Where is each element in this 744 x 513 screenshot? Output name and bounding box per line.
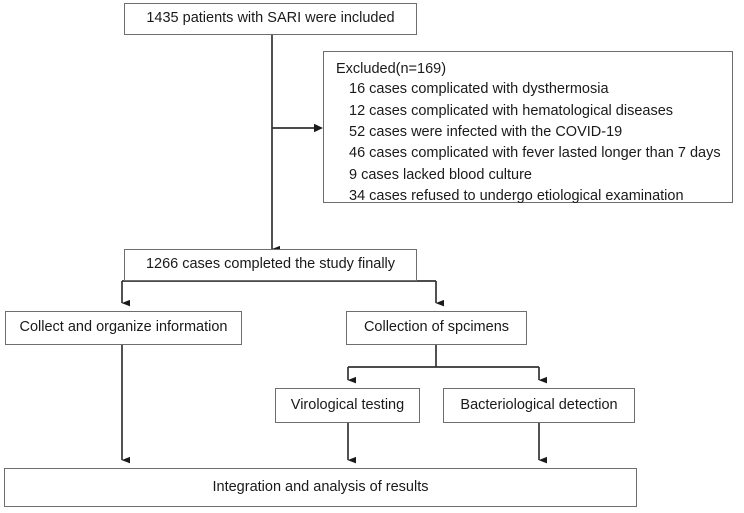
node-completed: 1266 cases completed the study finally <box>124 249 417 281</box>
excluded-title: Excluded(n=169) <box>336 61 447 77</box>
node-integration-label: Integration and analysis of results <box>212 478 429 495</box>
excluded-reason-item: 52 cases were infected with the COVID-19 <box>349 124 623 141</box>
excluded-reason-item: 46 cases complicated with fever lasted l… <box>349 145 721 162</box>
node-integration: Integration and analysis of results <box>4 468 637 507</box>
excluded-reason-item: 12 cases complicated with hematological … <box>349 102 674 119</box>
node-collect-info-label: Collect and organize information <box>19 319 228 336</box>
node-collection-specimens-label: Collection of spcimens <box>363 319 510 336</box>
node-virological-testing: Virological testing <box>275 388 420 423</box>
node-collection-specimens: Collection of spcimens <box>346 311 527 345</box>
node-enrolled-label: 1435 patients with SARI were included <box>146 10 395 27</box>
excluded-reason-item: 9 cases lacked blood culture <box>349 166 532 183</box>
excluded-reason-item: 34 cases refused to undergo etiological … <box>349 187 684 204</box>
node-bacteriological-detection: Bacteriological detection <box>443 388 635 423</box>
node-excluded: Excluded(n=169) 16 cases complicated wit… <box>323 51 733 204</box>
node-completed-label: 1266 cases completed the study finally <box>145 256 396 273</box>
excluded-reason-list: 16 cases complicated with dysthermosia 1… <box>336 79 732 207</box>
node-virological-testing-label: Virological testing <box>290 396 405 413</box>
arrowhead-excluded <box>314 123 323 133</box>
node-bacteriological-detection-label: Bacteriological detection <box>460 396 618 413</box>
excluded-reason-item: 16 cases complicated with dysthermosia <box>349 81 609 98</box>
node-collect-info: Collect and organize information <box>5 311 242 345</box>
node-enrolled: 1435 patients with SARI were included <box>124 3 417 35</box>
